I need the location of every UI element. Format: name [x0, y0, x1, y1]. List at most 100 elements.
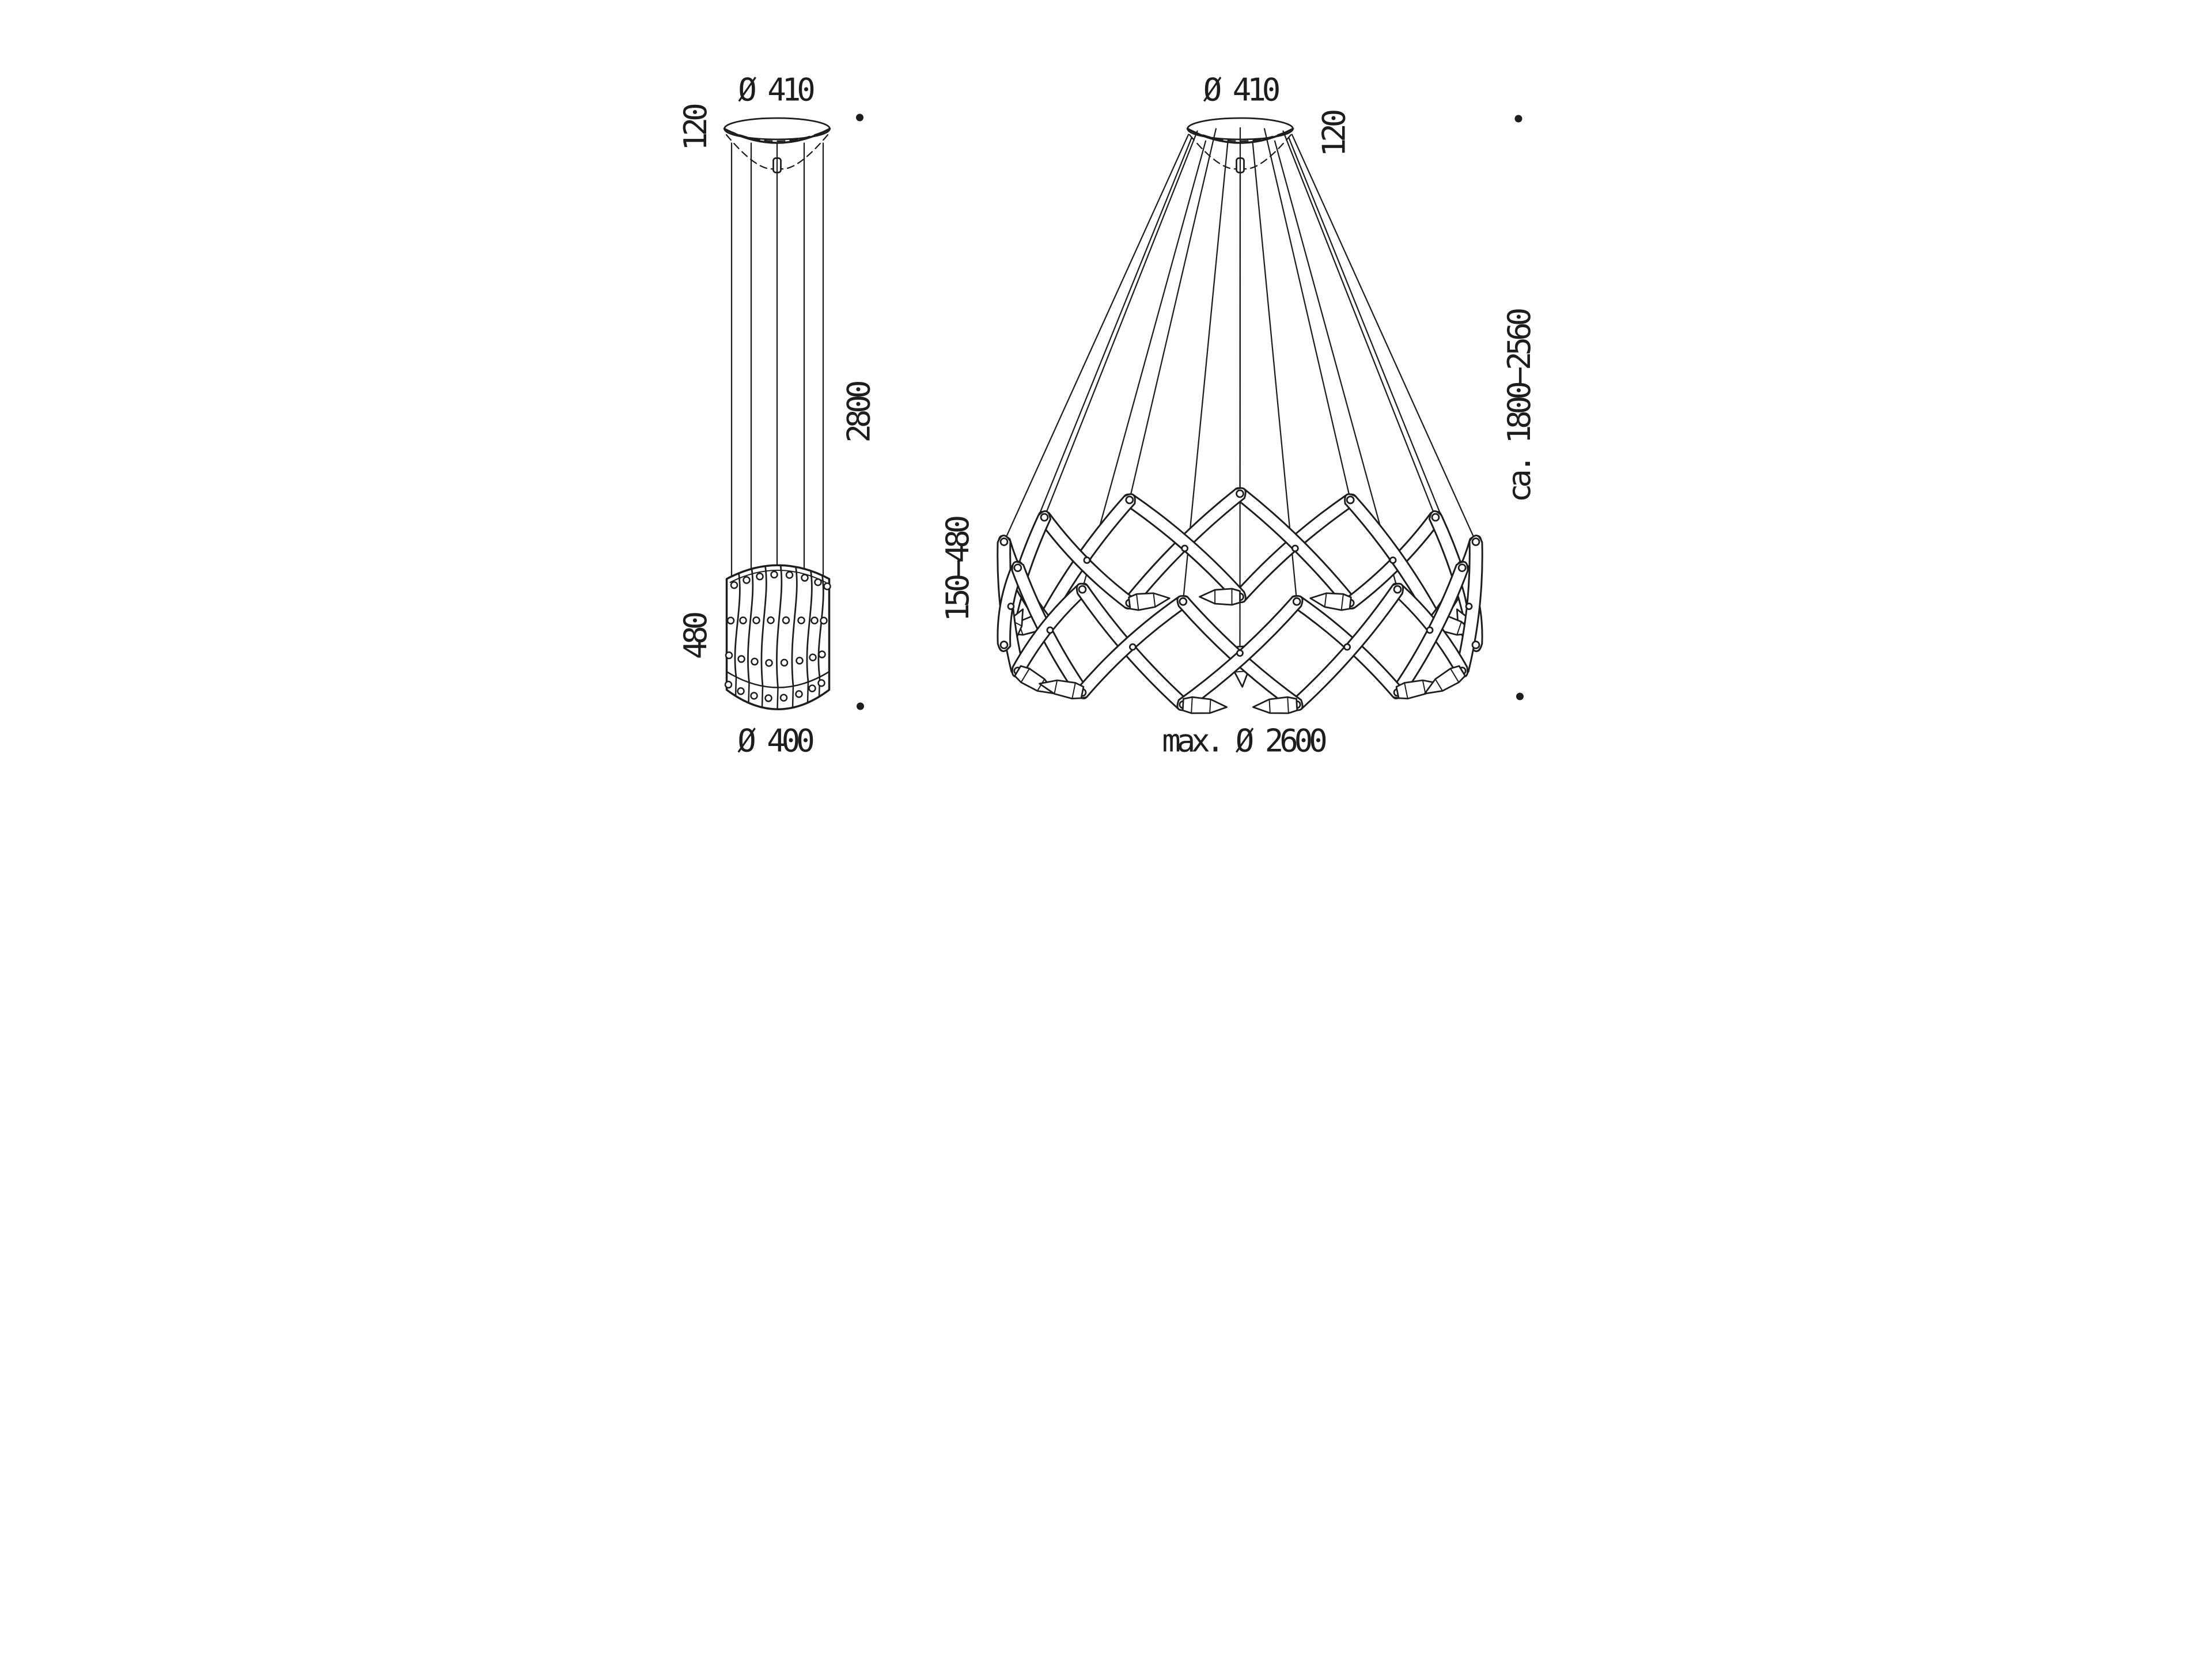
slat-rivet-dot: [817, 679, 825, 687]
pivot-rivet: [1431, 513, 1440, 522]
reference-dot: [857, 702, 864, 710]
slat-end-separator: [761, 685, 764, 709]
canopy-cord-left: [1188, 134, 1238, 170]
slat-border: [760, 565, 767, 687]
pivot-rivet: [999, 641, 1009, 649]
reference-dot: [1516, 692, 1524, 700]
slat-rivet-dot: [739, 616, 747, 624]
slat-border: [817, 574, 824, 678]
label-collapsed-canopy-height: 120: [677, 105, 714, 151]
bulb-socket-line: [1450, 668, 1459, 683]
dimension-labels: Ø 410 120 2800 480 Ø 400 Ø 410 120 ca. 1…: [677, 72, 1537, 759]
bulb-neck-line: [1153, 593, 1156, 607]
crossing-rivet: [1181, 544, 1189, 552]
slat-rivet-dot: [780, 658, 789, 667]
slat-rivet-dot: [751, 657, 759, 666]
slat-rivet-dot: [724, 680, 733, 689]
slat-rivet-dot: [785, 571, 794, 579]
bulb: [1252, 696, 1298, 714]
suspension-cable: [1017, 137, 1192, 569]
bulb-neck-line: [1422, 680, 1426, 694]
suspension-cable: [1252, 142, 1298, 603]
bulb-neck-line: [1456, 622, 1462, 635]
slat-rivet-dot: [808, 684, 816, 692]
label-collapsed-shade-diameter: Ø 400: [737, 723, 813, 759]
suspension-cable: [1263, 128, 1351, 501]
suspension-cable: [1081, 140, 1207, 590]
pivot-rivet: [1457, 563, 1467, 573]
crossing-rivet: [1083, 556, 1091, 564]
bulb-neck-line: [1324, 593, 1327, 607]
bulb-socket-line: [1404, 683, 1408, 699]
slat-rivet-dot: [750, 692, 758, 700]
drawing-page: Ø 410 120 2800 480 Ø 400 Ø 410 120 ca. 1…: [553, 0, 1659, 830]
crossing-rivet: [1046, 626, 1054, 634]
slat-rivet-dot: [764, 694, 772, 702]
reference-dot: [856, 113, 863, 122]
bulb-socket-line: [1021, 668, 1030, 683]
bulb-socket-line: [1136, 594, 1139, 611]
pivot-rivet: [1471, 641, 1480, 649]
suspension-cable: [1291, 134, 1477, 543]
crossing-rivet: [1291, 544, 1299, 552]
slat-rivet-dot: [752, 616, 760, 624]
bulb: [1128, 592, 1171, 611]
pivot-rivet: [1125, 495, 1134, 505]
slat-rivet-dot: [779, 694, 788, 702]
slat-rivet-dot: [737, 687, 745, 695]
slat-rivet-dot: [743, 576, 751, 584]
crossing-rivet: [1007, 603, 1015, 610]
label-collapsed-shade-height: 480: [677, 613, 714, 659]
bulb: [1309, 592, 1352, 611]
canopy-cord-right: [1243, 134, 1292, 170]
slat-border: [747, 568, 754, 684]
pendant-lamp-dimension-drawing: Ø 410 120 2800 480 Ø 400 Ø 410 120 ca. 1…: [553, 0, 1659, 830]
suspension-cable: [1043, 130, 1198, 518]
label-collapsed-canopy-diameter: Ø 410: [738, 72, 813, 108]
label-expanded-shade-height-range: 150−480: [940, 517, 976, 622]
crossing-rivet: [1389, 556, 1397, 564]
slat-border: [806, 570, 813, 683]
pivot-rivet: [1471, 537, 1480, 546]
slat-rivet-dot: [767, 616, 775, 624]
slat-border: [791, 566, 798, 687]
pivot-rivet: [1013, 563, 1022, 573]
pivot-rivet: [1236, 489, 1244, 498]
slat-rivet-dot: [770, 570, 778, 579]
bulb-socket-line: [1071, 683, 1076, 699]
slat-rivet-dot: [801, 574, 809, 582]
slat-rivet-dot: [730, 581, 738, 589]
crossing-rivet: [1236, 649, 1244, 657]
bulb: [1039, 679, 1085, 700]
collapsed-view-drawing: [723, 117, 831, 710]
slat-rivet-dot: [810, 616, 819, 624]
crossing-rivet: [1426, 626, 1434, 634]
slat-rivet-dot: [796, 657, 804, 665]
bulb: [1181, 696, 1228, 714]
label-expanded-canopy-diameter: Ø 410: [1203, 72, 1279, 108]
reference-dot: [1514, 115, 1522, 123]
canopy-cord-right: [779, 134, 829, 170]
label-expanded-max-diameter: max. Ø 2600: [1162, 723, 1325, 759]
cylinder-top-inner-edge: [729, 570, 827, 583]
slat-rivet-dot: [725, 651, 733, 660]
slat-rivet-dot: [726, 616, 735, 625]
label-expanded-suspension-range: ca. 1800−2560: [1501, 309, 1537, 502]
suspension-cable: [1128, 128, 1217, 501]
canopy-cord-left: [725, 134, 775, 170]
bulb: [1423, 665, 1466, 695]
suspension-cable: [1288, 137, 1463, 569]
bulb: [1395, 679, 1441, 700]
suspension-cable: [1282, 130, 1437, 518]
center-cable: [1239, 172, 1241, 649]
slat-border: [776, 564, 783, 688]
slat-rivet-dot: [809, 653, 817, 661]
label-expanded-canopy-height: 120: [1316, 111, 1353, 157]
pivot-rivet: [999, 537, 1009, 546]
slat-rivet-dot: [823, 582, 831, 590]
suspension-cable: [1003, 134, 1190, 543]
bulb-socket-line: [1340, 594, 1344, 611]
crossing-rivet: [1343, 643, 1351, 651]
slat-rivet-dot: [820, 616, 828, 625]
slat-rivet-dot: [795, 690, 803, 698]
